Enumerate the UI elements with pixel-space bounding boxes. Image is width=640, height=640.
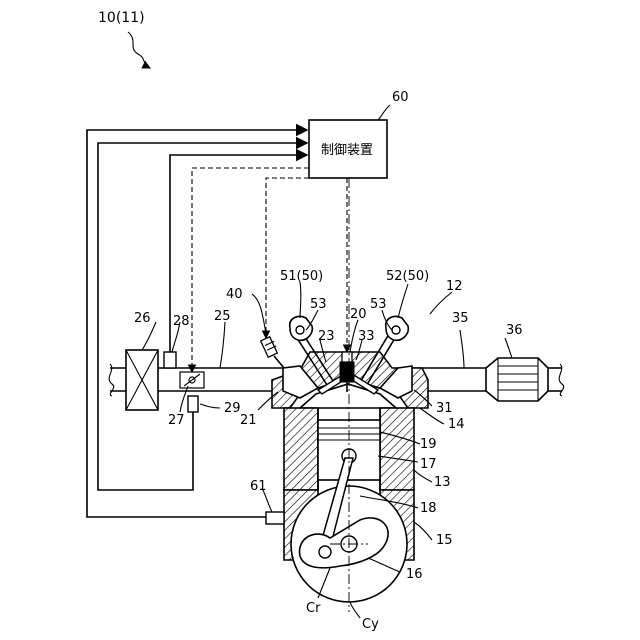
crank-angle-sensor: [266, 512, 284, 524]
label-cylinder-head: 14: [448, 417, 465, 432]
label-exhaust-port: 31: [436, 401, 453, 416]
figure-ref-label: 10(11): [98, 10, 145, 26]
controller-box: 制御装置: [309, 120, 387, 178]
label-connecting-rod: 18: [420, 501, 437, 516]
label-intake-valve: 23: [318, 329, 335, 344]
label-crank-axis: Cr: [306, 601, 321, 616]
label-cylinder-block: 13: [434, 475, 451, 490]
label-cam-left: 53: [310, 297, 327, 312]
controller-label: 制御装置: [321, 143, 373, 158]
air-cleaner: [126, 350, 158, 410]
label-crankcase: 15: [436, 533, 453, 548]
airflow-sensor: [164, 352, 176, 368]
catalytic-converter: [486, 358, 548, 401]
sensor-signal-lines: [87, 130, 307, 517]
label-airflow-sensor: 28: [173, 314, 190, 329]
label-intake-pipe: 25: [214, 309, 231, 324]
fuel-injector: [261, 337, 284, 368]
label-catalyst: 36: [506, 323, 523, 338]
label-combustion-chamber: 19: [420, 437, 437, 452]
label-injector: 40: [226, 287, 243, 302]
label-piston: 17: [420, 457, 437, 472]
label-crankshaft: 16: [406, 567, 423, 582]
label-intake-port: 21: [240, 413, 257, 428]
label-exhaust-valve: 33: [358, 329, 375, 344]
intake-cam: [290, 316, 313, 340]
label-throttle: 27: [168, 413, 185, 428]
figure-ref-leader: [128, 32, 150, 68]
exhaust-cam: [386, 316, 409, 340]
throttle-valve: [180, 372, 204, 388]
label-crank-sensor: 61: [250, 479, 267, 494]
label-system: 12: [446, 279, 463, 294]
controller-ref-label: 60: [392, 90, 409, 105]
label-intake-vvt: 51(50): [280, 269, 323, 284]
throttle-position-sensor: [188, 396, 198, 412]
label-spark-plug: 20: [350, 307, 367, 322]
label-air-cleaner: 26: [134, 311, 151, 326]
controller-ref-leader: [378, 105, 390, 120]
label-exhaust-pipe: 35: [452, 311, 469, 326]
label-cam-right: 53: [370, 297, 387, 312]
label-throttle-sensor: 29: [224, 401, 241, 416]
label-cylinder-axis: Cy: [362, 617, 379, 632]
label-exhaust-vvt: 52(50): [386, 269, 429, 284]
